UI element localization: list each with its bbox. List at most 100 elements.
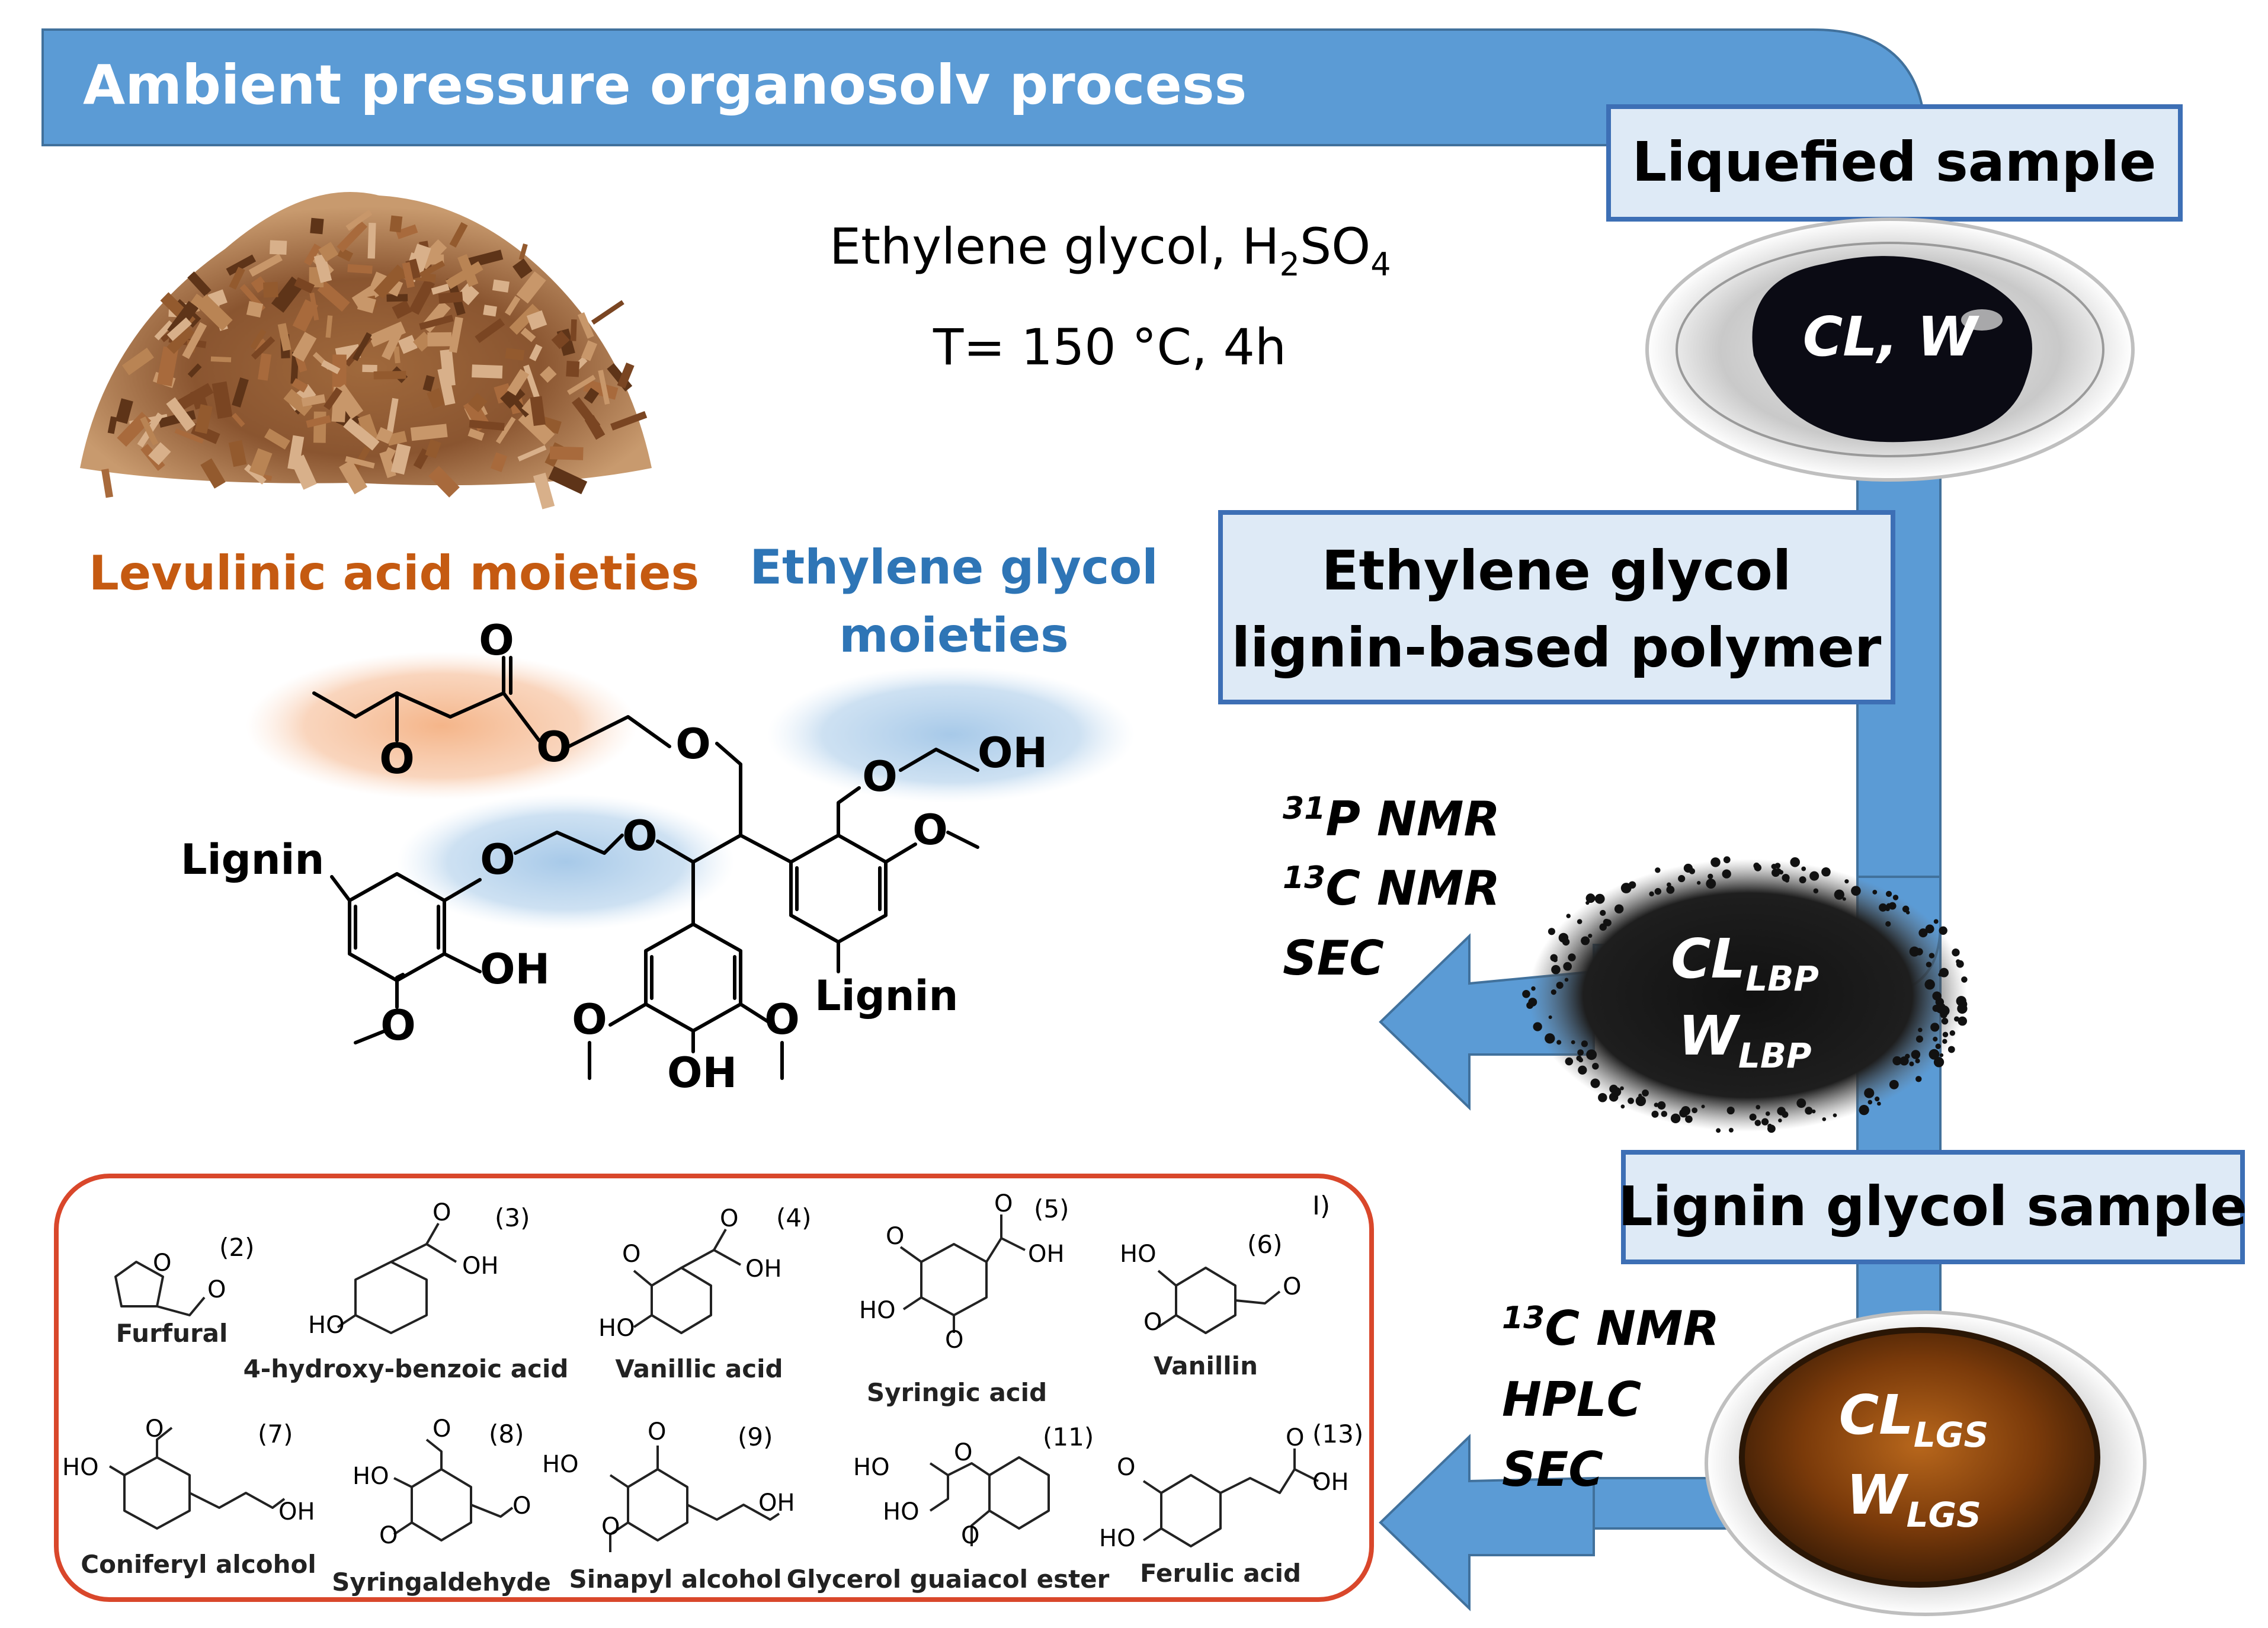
wood-chip	[382, 447, 396, 464]
si-ome2: O	[601, 1513, 620, 1540]
powder-speck	[1667, 882, 1671, 887]
wood-chip	[390, 443, 411, 475]
compound-name-vanillin: Vanillin	[1154, 1351, 1258, 1380]
powder-speck	[1952, 948, 1960, 957]
powder-speck	[1957, 1003, 1968, 1014]
lbp-analysis-1: 31P NMR	[1283, 791, 1500, 847]
compounds-frame	[54, 1174, 1374, 1602]
wood-chip	[472, 364, 503, 379]
wood-chip	[382, 331, 402, 360]
sy-o: O	[512, 1492, 531, 1520]
wood-chip	[246, 301, 264, 318]
fa-ome: O	[1117, 1454, 1135, 1481]
powder-speck	[1578, 1057, 1584, 1063]
powder-speck	[1548, 1015, 1552, 1020]
powder-speck	[1892, 895, 1899, 900]
wood-chip	[140, 416, 159, 446]
powder-speck	[1796, 1098, 1806, 1108]
lbp-sample-1: CLLBP	[1671, 927, 1819, 999]
wood-chip	[174, 428, 204, 444]
wood-chip	[338, 460, 367, 495]
powder-speck	[1877, 1101, 1881, 1106]
compound-name-hba: 4-hydroxy-benzoic acid	[244, 1354, 569, 1383]
powder-speck	[1777, 1107, 1786, 1116]
atom-o-methoxy-bl: O	[572, 995, 607, 1044]
temperature-text: T= 150 °C, 4h	[933, 318, 1286, 376]
powder-speck	[1935, 1002, 1946, 1014]
powder-speck	[1585, 893, 1596, 903]
powder-speck	[1926, 962, 1932, 967]
wood-chip	[187, 271, 212, 297]
wood-chip	[386, 294, 408, 302]
atom-oh-eg-right: OH	[978, 729, 1047, 777]
powder-speck	[1774, 863, 1781, 869]
lignin-polymer-structure	[312, 656, 979, 1080]
wood-chip	[591, 300, 624, 325]
hba-o: O	[433, 1199, 451, 1226]
powder-speck	[1961, 976, 1968, 983]
vn-ome: O	[1143, 1309, 1162, 1336]
structure-atom-labels: O O O O O O O OH O Lignin OH O O O OH Li…	[181, 616, 1047, 1097]
powder-speck	[1651, 1110, 1659, 1118]
wood-chip	[449, 316, 463, 353]
powder-speck	[1753, 863, 1760, 869]
wood-chip	[367, 222, 376, 259]
ca-ome: O	[145, 1415, 164, 1443]
wood-chip	[101, 468, 113, 498]
powder-speck	[1933, 919, 1939, 924]
powder-speck	[1563, 962, 1572, 971]
wood-chip	[212, 381, 233, 419]
compound-num-7: (7)	[258, 1419, 293, 1448]
powder-speck	[1628, 1097, 1634, 1104]
powder-speck	[1933, 1036, 1938, 1042]
compound-num-11: (11)	[1043, 1422, 1094, 1451]
powder-speck	[1892, 1056, 1902, 1066]
wood-chip	[577, 312, 594, 339]
powder-speck	[1581, 936, 1590, 946]
title-text: Ambient pressure organosolv process	[83, 53, 1247, 117]
atom-o-ester: O	[536, 723, 572, 771]
wood-chip	[610, 411, 648, 431]
va-oh: OH	[745, 1255, 782, 1283]
powder-speck	[1726, 1106, 1735, 1115]
wood-chip	[343, 418, 380, 451]
powder-speck	[1620, 1086, 1624, 1091]
wood-chip	[549, 446, 584, 460]
powder-speck	[1571, 1040, 1575, 1044]
wood-chip	[427, 332, 452, 347]
wood-chip	[292, 299, 318, 332]
powder-speck	[1844, 879, 1849, 884]
wood-chip	[368, 321, 406, 347]
wood-chip	[393, 346, 401, 364]
powder-speck	[1859, 1104, 1869, 1116]
sa-ome2: O	[945, 1326, 963, 1354]
atom-o-ketone: O	[379, 735, 415, 783]
gg-ho2: HO	[883, 1498, 920, 1526]
wood-chip	[262, 281, 278, 298]
powder-speck	[1939, 1053, 1944, 1057]
ca-oh: OH	[278, 1498, 315, 1526]
wood-chip	[301, 394, 326, 407]
powder-speck	[1701, 1104, 1705, 1108]
si-oh: OH	[758, 1489, 795, 1517]
wood-chip	[583, 379, 619, 400]
wood-chip	[303, 243, 321, 266]
gg-o: O	[954, 1439, 972, 1466]
compound-name-sinapyl: Sinapyl alcohol	[569, 1565, 782, 1594]
wood-chip	[318, 242, 339, 262]
wood-chip	[352, 332, 372, 361]
powder-speck	[1930, 1023, 1940, 1032]
eg-highlight-left	[397, 794, 735, 930]
powder-speck	[1545, 1033, 1555, 1044]
powder-speck	[1864, 1088, 1875, 1098]
lbp-analysis-2: 13C NMR	[1283, 860, 1500, 916]
powder-speck	[1790, 857, 1800, 867]
powder-speck	[1805, 1107, 1813, 1115]
powder-speck	[1933, 1057, 1945, 1068]
wood-chip	[321, 360, 341, 374]
powder-speck	[1842, 897, 1846, 901]
wood-chip	[357, 414, 379, 444]
powder-speck	[1603, 918, 1610, 926]
powder-speck	[1918, 1027, 1923, 1033]
levulinic-highlight	[246, 652, 637, 800]
